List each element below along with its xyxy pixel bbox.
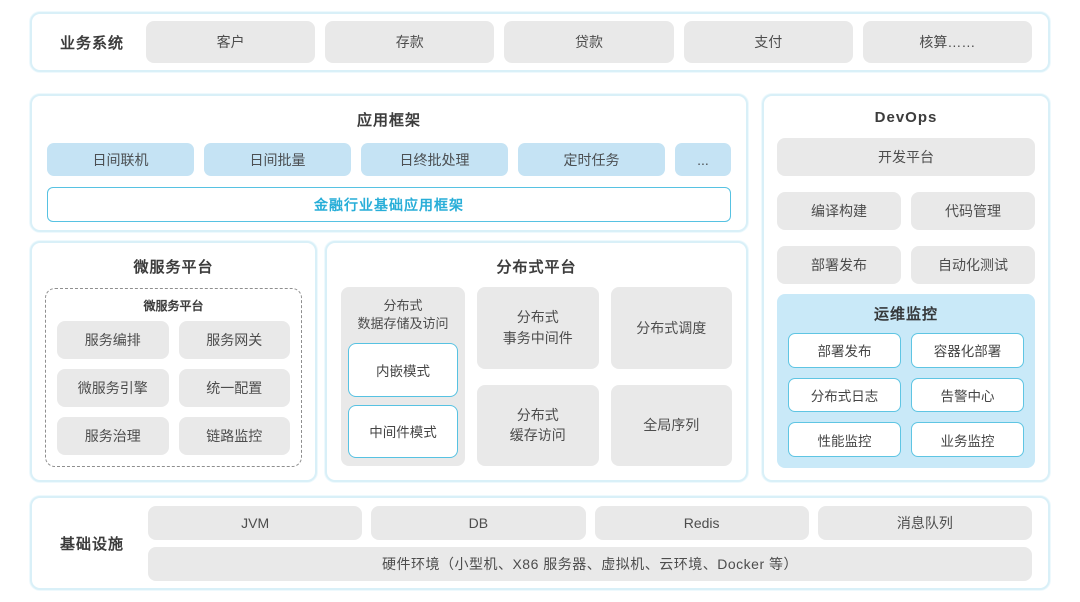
business-item-payment: 支付 bbox=[683, 21, 853, 63]
monitor-business: 业务监控 bbox=[911, 422, 1024, 457]
distributed-col-2: 分布式 事务中间件 分布式 缓存访问 bbox=[477, 287, 599, 466]
module-more: ... bbox=[675, 143, 731, 176]
monitor-container-deploy: 容器化部署 bbox=[911, 333, 1024, 368]
embedded-mode-box: 内嵌模式 bbox=[348, 343, 458, 397]
devops-tools-grid: 编译构建 代码管理 部署发布 自动化测试 bbox=[777, 192, 1035, 284]
devops-build: 编译构建 bbox=[777, 192, 901, 230]
infra-jvm: JVM bbox=[148, 505, 363, 540]
devops-auto-test: 自动化测试 bbox=[911, 246, 1035, 284]
business-item-accounting: 核算…… bbox=[862, 21, 1033, 63]
distributed-transaction-middleware: 分布式 事务中间件 bbox=[477, 287, 599, 369]
micro-item-engine: 微服务引擎 bbox=[57, 369, 169, 407]
distributed-platform-title: 分布式平台 bbox=[496, 259, 577, 276]
micro-item-governance: 服务治理 bbox=[57, 417, 169, 455]
microservice-grid: 服务编排 服务网关 微服务引擎 统一配置 服务治理 链路监控 bbox=[57, 321, 290, 455]
ops-monitoring-panel: 运维监控 部署发布 容器化部署 分布式日志 告警中心 性能监控 业务监控 bbox=[777, 294, 1035, 468]
module-daytime-batch: 日间批量 bbox=[204, 143, 351, 176]
distributed-cache-access: 分布式 缓存访问 bbox=[477, 384, 599, 466]
distributed-platform-panel: 分布式平台 分布式 数据存储及访问 内嵌模式 中间件模式 分布式 事务中间件 分… bbox=[325, 241, 748, 482]
app-framework-modules: 日间联机 日间批量 日终批处理 定时任务 ... bbox=[47, 143, 731, 176]
devops-deploy-release: 部署发布 bbox=[777, 246, 901, 284]
infra-db: DB bbox=[371, 505, 586, 540]
infrastructure-panel: 基础设施 JVM DB Redis 消息队列 硬件环境（小型机、X86 服务器、… bbox=[30, 496, 1050, 590]
devops-code-mgmt: 代码管理 bbox=[911, 192, 1035, 230]
infrastructure-row: JVM DB Redis 消息队列 bbox=[148, 505, 1032, 540]
business-systems-label: 业务系统 bbox=[59, 34, 124, 52]
devops-panel: DevOps 开发平台 编译构建 代码管理 部署发布 自动化测试 运维监控 部署… bbox=[762, 94, 1050, 482]
app-framework-panel: 应用框架 日间联机 日间批量 日终批处理 定时任务 ... 金融行业基础应用框架 bbox=[30, 94, 748, 232]
devops-dev-platform: 开发平台 bbox=[777, 138, 1035, 176]
ops-monitoring-grid: 部署发布 容器化部署 分布式日志 告警中心 性能监控 业务监控 bbox=[788, 333, 1024, 457]
distributed-body: 分布式 数据存储及访问 内嵌模式 中间件模式 分布式 事务中间件 分布式 缓存访… bbox=[341, 287, 732, 466]
monitor-distributed-log: 分布式日志 bbox=[788, 377, 901, 413]
middle-left-column: 应用框架 日间联机 日间批量 日终批处理 定时任务 ... 金融行业基础应用框架… bbox=[30, 94, 748, 482]
microservice-platform-panel: 微服务平台 微服务平台 服务编排 服务网关 微服务引擎 统一配置 服务治理 链路… bbox=[30, 241, 317, 482]
monitor-deploy-release: 部署发布 bbox=[788, 333, 901, 368]
distributed-scheduling: 分布式调度 bbox=[610, 287, 732, 369]
infrastructure-content: JVM DB Redis 消息队列 硬件环境（小型机、X86 服务器、虚拟机、云… bbox=[148, 505, 1032, 581]
distributed-storage-box: 分布式 数据存储及访问 内嵌模式 中间件模式 bbox=[341, 287, 465, 466]
monitor-performance: 性能监控 bbox=[788, 422, 901, 457]
hardware-environment-bar: 硬件环境（小型机、X86 服务器、虚拟机、云环境、Docker 等） bbox=[148, 546, 1032, 581]
micro-item-gateway: 服务网关 bbox=[178, 321, 290, 359]
microservice-platform-title: 微服务平台 bbox=[133, 259, 214, 276]
business-item-deposit: 存款 bbox=[325, 21, 495, 63]
app-framework-title: 应用框架 bbox=[356, 112, 421, 129]
micro-item-config: 统一配置 bbox=[178, 369, 290, 407]
devops-title: DevOps bbox=[874, 109, 938, 126]
module-eod-batch: 日终批处理 bbox=[361, 143, 508, 176]
ops-monitoring-title: 运维监控 bbox=[873, 306, 938, 323]
micro-item-trace-monitor: 链路监控 bbox=[178, 417, 290, 455]
distributed-col-3: 分布式调度 全局序列 bbox=[610, 287, 732, 466]
infra-message-queue: 消息队列 bbox=[817, 505, 1032, 540]
platforms-row: 微服务平台 微服务平台 服务编排 服务网关 微服务引擎 统一配置 服务治理 链路… bbox=[30, 241, 748, 482]
middleware-mode-box: 中间件模式 bbox=[348, 404, 458, 458]
middle-region: 应用框架 日间联机 日间批量 日终批处理 定时任务 ... 金融行业基础应用框架… bbox=[30, 94, 1050, 482]
distributed-storage-label: 分布式 数据存储及访问 bbox=[357, 298, 449, 331]
business-systems-panel: 业务系统 客户 存款 贷款 支付 核算…… bbox=[30, 12, 1050, 72]
microservice-inner-box: 微服务平台 服务编排 服务网关 微服务引擎 统一配置 服务治理 链路监控 bbox=[45, 288, 302, 467]
business-item-loan: 贷款 bbox=[504, 21, 674, 63]
infrastructure-label: 基础设施 bbox=[59, 535, 124, 553]
monitor-alert-center: 告警中心 bbox=[911, 377, 1024, 413]
module-scheduled-task: 定时任务 bbox=[518, 143, 665, 176]
business-item-customer: 客户 bbox=[146, 21, 316, 63]
micro-item-orchestration: 服务编排 bbox=[57, 321, 169, 359]
infra-redis: Redis bbox=[594, 505, 809, 540]
microservice-inner-title: 微服务平台 bbox=[143, 299, 204, 313]
base-application-framework: 金融行业基础应用框架 bbox=[47, 187, 731, 222]
global-sequence: 全局序列 bbox=[610, 384, 732, 466]
module-daytime-online: 日间联机 bbox=[47, 143, 194, 176]
